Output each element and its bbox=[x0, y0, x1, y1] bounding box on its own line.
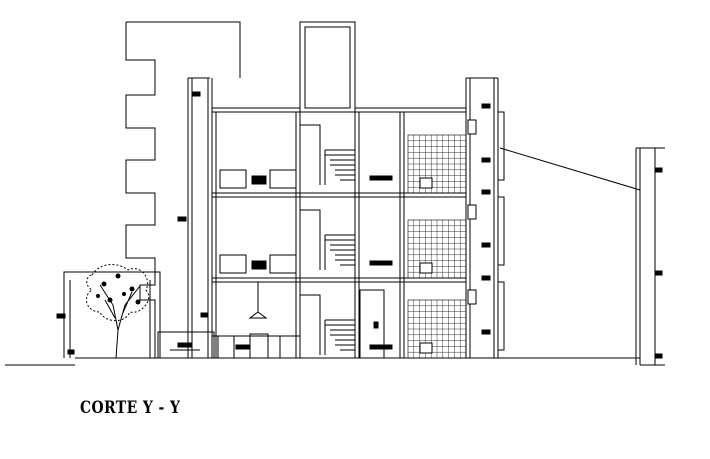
ground-line bbox=[5, 357, 665, 366]
low-wall bbox=[157, 331, 215, 359]
stair-flights bbox=[300, 124, 355, 355]
building-shell bbox=[177, 77, 499, 358]
floor-slabs bbox=[212, 111, 466, 337]
stair-tower bbox=[299, 21, 356, 359]
section-title: CORTE Y - Y bbox=[80, 398, 181, 418]
door bbox=[359, 289, 385, 359]
toilets bbox=[419, 177, 433, 354]
tile-grid bbox=[408, 135, 466, 358]
level-markers bbox=[369, 103, 491, 350]
interior-walls bbox=[215, 112, 405, 358]
neighbor-roof bbox=[499, 147, 665, 365]
kitchen bbox=[217, 282, 281, 359]
sofas bbox=[219, 169, 297, 274]
tree bbox=[85, 264, 150, 359]
garden-wall bbox=[56, 271, 161, 358]
facade-slabs bbox=[497, 111, 505, 351]
neighbor-silhouette bbox=[125, 21, 241, 358]
